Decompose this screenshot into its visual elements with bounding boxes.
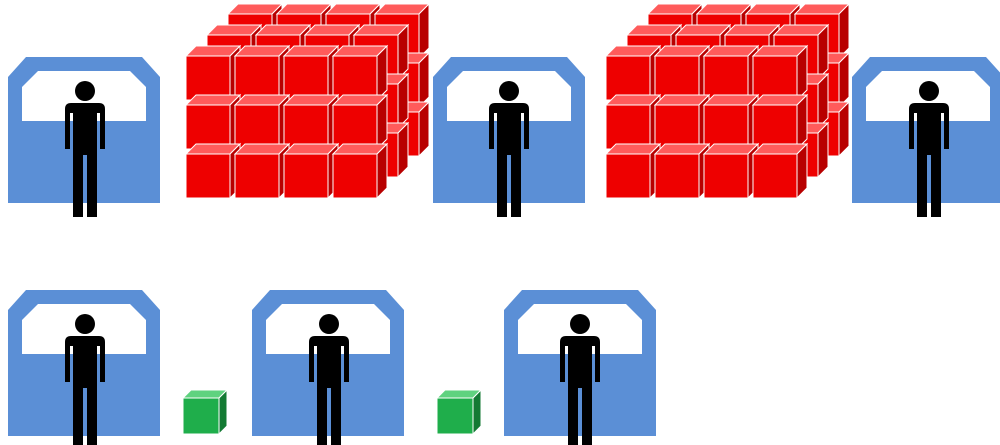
- inventory-box-icon: [186, 144, 240, 198]
- workstation-icon: [252, 290, 404, 445]
- inventory-box-icon: [655, 95, 709, 149]
- inventory-box-icon: [284, 95, 338, 149]
- inventory-box-icon: [333, 144, 387, 198]
- inventory-box-icon: [655, 144, 709, 198]
- inventory-box-icon: [333, 95, 387, 149]
- inventory-box-icon: [753, 46, 807, 100]
- inventory-box-icon: [333, 46, 387, 100]
- inventory-box-icon: [235, 95, 289, 149]
- workstation-icon: [852, 57, 1000, 217]
- inventory-box-icon: [753, 144, 807, 198]
- inventory-box-icon: [704, 46, 758, 100]
- inventory-box-icon: [284, 46, 338, 100]
- inventory-box-icon: [704, 144, 758, 198]
- inventory-box-icon: [753, 95, 807, 149]
- single-piece-box-icon: [437, 390, 481, 434]
- inventory-box-icon: [186, 95, 240, 149]
- inventory-stack: [186, 4, 429, 198]
- inventory-box-icon: [235, 144, 289, 198]
- inventory-box-icon: [235, 46, 289, 100]
- inventory-box-icon: [186, 46, 240, 100]
- inventory-box-icon: [606, 46, 660, 100]
- inventory-box-icon: [704, 95, 758, 149]
- single-piece-box-icon: [183, 390, 227, 434]
- inventory-box-icon: [284, 144, 338, 198]
- inventory-stack: [606, 4, 849, 198]
- workstation-icon: [504, 290, 656, 445]
- workstation-icon: [433, 57, 585, 217]
- inventory-box-icon: [655, 46, 709, 100]
- single-piece: [183, 390, 227, 434]
- inventory-box-icon: [606, 95, 660, 149]
- inventory-box-icon: [606, 144, 660, 198]
- workstation-icon: [8, 290, 160, 445]
- workstation-icon: [8, 57, 160, 217]
- single-piece: [437, 390, 481, 434]
